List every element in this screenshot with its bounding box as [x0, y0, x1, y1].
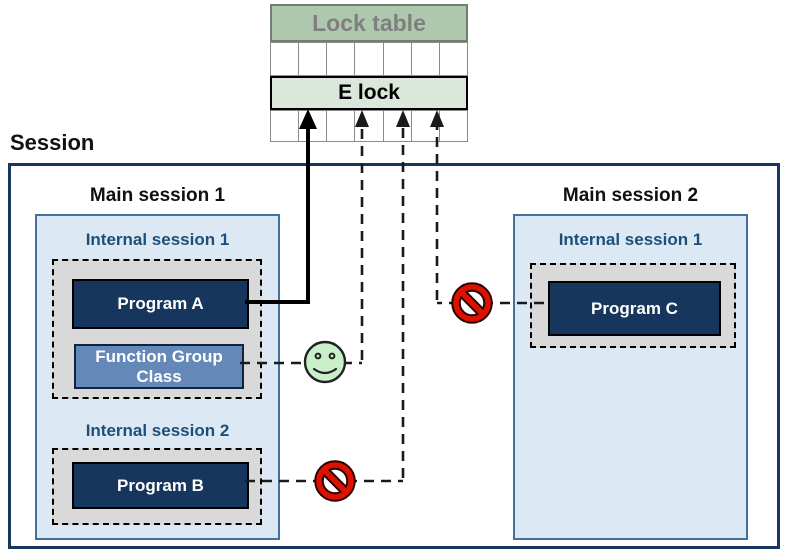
internal-session-1-ms2-box: Program C: [530, 263, 736, 348]
program-c-label: Program C: [591, 298, 678, 318]
lock-table-cell: [354, 110, 384, 142]
internal-session-1-ms2-label: Internal session 1: [558, 230, 703, 249]
lock-table-cell: [382, 110, 412, 142]
function-group-class-box: Function Group Class: [74, 344, 244, 389]
lock-table-title: Lock table: [312, 9, 426, 36]
lock-table-row-top: [270, 42, 468, 76]
main-session-2-title: Main session 2: [562, 185, 699, 206]
program-b-box: Program B: [72, 462, 249, 509]
internal-session-1-box: Program A Function Group Class: [52, 259, 262, 399]
lock-table-cell: [270, 42, 300, 76]
lock-table-cell: [326, 110, 356, 142]
lock-table-cell: [382, 42, 412, 76]
program-a-label: Program A: [117, 294, 204, 313]
program-a-box: Program A: [72, 279, 249, 329]
lock-table-cell: [298, 110, 328, 142]
internal-session-2-label: Internal session 2: [85, 421, 230, 440]
lock-table-cell: [438, 110, 468, 142]
main-session-1: Internal session 1 Program A Function Gr…: [35, 214, 280, 540]
e-lock-box: E lock: [270, 76, 468, 110]
internal-session-2-box: Program B: [52, 448, 262, 525]
lock-table-cell: [410, 110, 440, 142]
internal-session-1-label: Internal session 1: [85, 230, 230, 249]
program-b-label: Program B: [117, 475, 204, 495]
lock-table-cell: [326, 42, 356, 76]
lock-table-row-bottom: [270, 110, 468, 142]
program-c-box: Program C: [548, 281, 721, 336]
session-title: Session: [10, 130, 95, 155]
main-session-2: Internal session 1 Program C: [513, 214, 748, 540]
lock-table-cell: [410, 42, 440, 76]
function-group-class-label: Function Group Class: [95, 346, 223, 386]
lock-table: Lock table E lock: [270, 4, 468, 142]
lock-table-header: Lock table: [270, 4, 468, 42]
main-session-1-title: Main session 1: [89, 185, 226, 206]
lock-table-cell: [354, 42, 384, 76]
lock-table-cell: [298, 42, 328, 76]
e-lock-label: E lock: [338, 81, 400, 104]
lock-table-cell: [270, 110, 300, 142]
lock-table-cell: [438, 42, 468, 76]
